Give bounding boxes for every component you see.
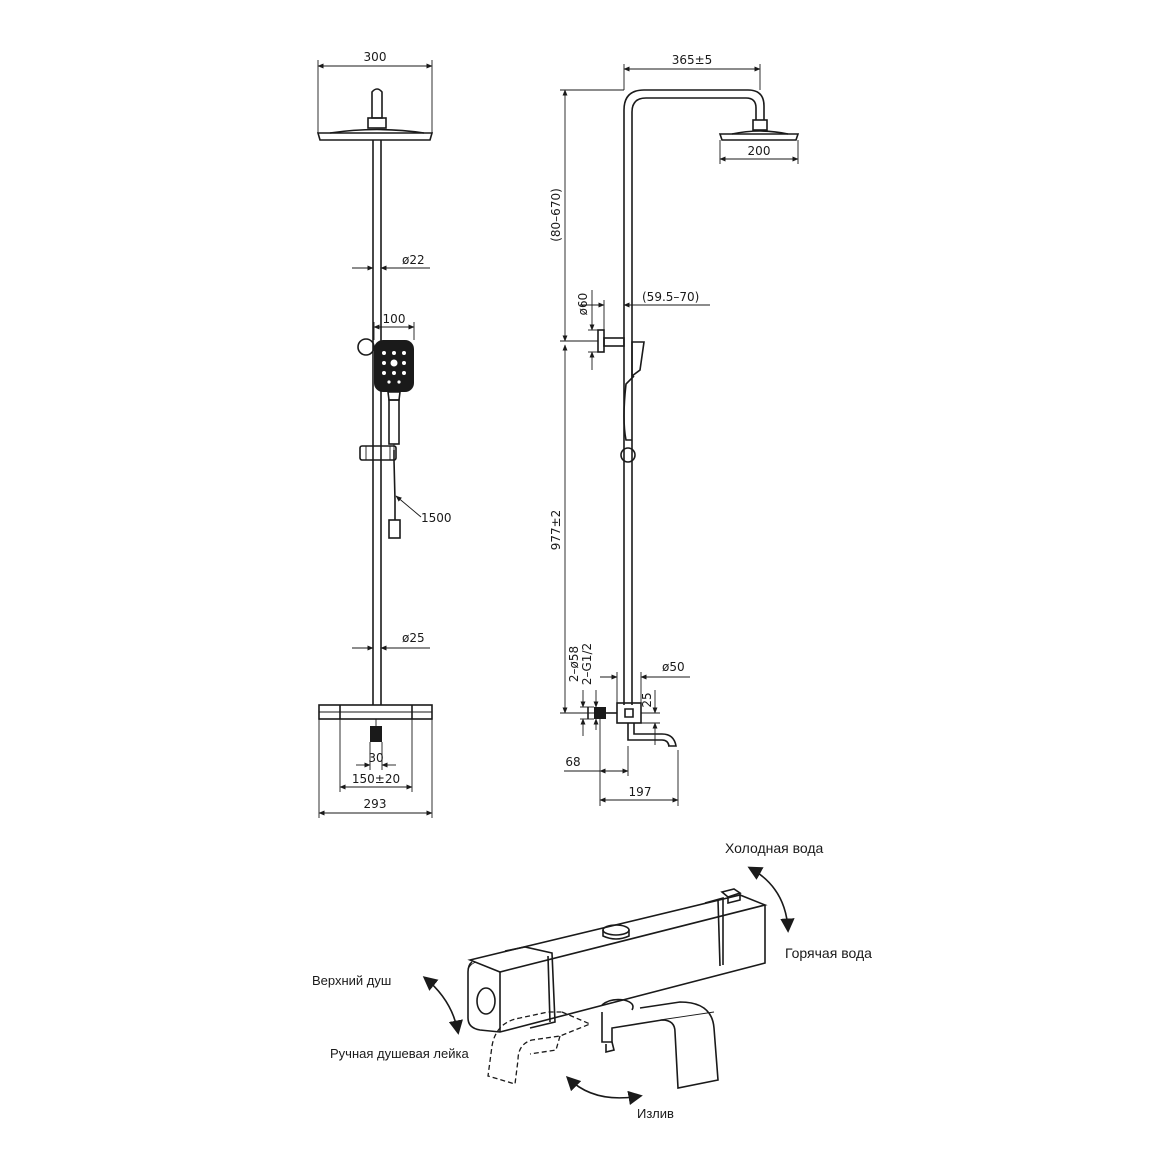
dim-spout-height-text: 25 bbox=[640, 692, 654, 707]
dim-head-width-text: 300 bbox=[364, 50, 387, 64]
label-cold-water: Холодная вода bbox=[725, 840, 824, 856]
label-top-shower: Верхний душ bbox=[312, 973, 391, 988]
side-shower-head bbox=[718, 119, 800, 141]
side-mixer bbox=[587, 702, 677, 747]
dim-spout-dia: ø50 bbox=[600, 660, 690, 703]
dim-outlet-text: 30 bbox=[368, 751, 383, 765]
front-slider bbox=[359, 445, 397, 461]
dim-bracket-dia-text: ø60 bbox=[576, 293, 590, 316]
top-button bbox=[602, 924, 630, 940]
dim-bracket-offset: (59.5–70) bbox=[580, 290, 710, 330]
dim-hose-length-text: 1500 bbox=[421, 511, 452, 525]
front-hand-shower bbox=[357, 338, 414, 450]
dim-pipe-dia-bottom-text: ø25 bbox=[402, 631, 425, 645]
side-wall-bracket bbox=[597, 329, 625, 353]
dim-mixer-width-text: 293 bbox=[364, 797, 387, 811]
spout-rotation-arrow bbox=[565, 1075, 643, 1106]
temperature-rotation-arrow bbox=[747, 866, 795, 933]
dim-pipe-dia-bottom: ø25 bbox=[352, 631, 430, 651]
temperature-knob bbox=[720, 888, 742, 905]
dim-bracket-offset-text: (59.5–70) bbox=[642, 290, 699, 304]
side-hand-shower bbox=[620, 341, 645, 463]
dim-total-height: 977±2 bbox=[549, 344, 594, 714]
dim-inlet-thread: 2–G1/2 bbox=[580, 643, 599, 730]
dim-height-adjust: (80–670) bbox=[549, 89, 624, 342]
dim-pipe-dia-top-text: ø22 bbox=[402, 253, 425, 267]
dim-arm-reach-text: 365±5 bbox=[672, 53, 713, 67]
diverter-knob bbox=[476, 987, 496, 1015]
dim-eccentric-dia-text: 2–ø58 bbox=[567, 646, 581, 682]
dim-hose-length: 1500 bbox=[395, 495, 452, 525]
diverter-rotation-arrow bbox=[422, 976, 463, 1035]
dim-center-distance-text: 150±20 bbox=[352, 772, 400, 786]
dim-pipe-dia-top: ø22 bbox=[352, 253, 430, 271]
front-pipe bbox=[372, 140, 382, 705]
label-hand-shower: Ручная душевая лейка bbox=[330, 1046, 469, 1061]
dim-head-dia: 200 bbox=[719, 140, 799, 164]
dim-wall-offset: 68 bbox=[564, 719, 629, 776]
dim-handshower-width: 100 bbox=[373, 312, 415, 340]
dim-inlet-thread-text: 2–G1/2 bbox=[580, 643, 594, 685]
dim-spout-reach-text: 197 bbox=[629, 785, 652, 799]
dim-spout-reach: 197 bbox=[599, 750, 679, 806]
dim-head-dia-text: 200 bbox=[748, 144, 771, 158]
spout bbox=[601, 998, 719, 1089]
dim-height-adjust-text: (80–670) bbox=[549, 188, 563, 242]
front-mixer bbox=[318, 704, 433, 742]
dim-outlet: 30 bbox=[356, 742, 396, 770]
dim-wall-offset-text: 68 bbox=[565, 755, 580, 769]
dim-eccentric-dia: 2–ø58 bbox=[567, 646, 594, 736]
spout-alt-position bbox=[487, 1011, 592, 1085]
dim-handshower-width-text: 100 bbox=[383, 312, 406, 326]
dim-center-distance: 150±20 bbox=[339, 719, 413, 792]
dim-total-height-text: 977±2 bbox=[549, 510, 563, 551]
dim-mixer-width: 293 bbox=[318, 719, 433, 818]
overhead-shower-head bbox=[316, 88, 434, 141]
side-pipe bbox=[623, 89, 765, 705]
dim-arm-reach: 365±5 bbox=[623, 53, 761, 90]
mixer-perspective: Холодная вода Горячая вода Верхний душ Р… bbox=[312, 840, 872, 1121]
label-hot-water: Горячая вода bbox=[785, 945, 872, 961]
front-view: 300 ø22 100 1500 ø25 bbox=[316, 50, 452, 818]
front-hose bbox=[388, 450, 401, 539]
dim-bracket-dia: ø60 bbox=[576, 290, 604, 370]
label-spout: Излив bbox=[637, 1106, 674, 1121]
side-view: 365±5 200 (80–670) ø60 (59. bbox=[549, 53, 800, 806]
dim-spout-dia-text: ø50 bbox=[662, 660, 685, 674]
dim-head-width: 300 bbox=[317, 50, 433, 133]
dim-spout-height: 25 bbox=[640, 690, 660, 745]
